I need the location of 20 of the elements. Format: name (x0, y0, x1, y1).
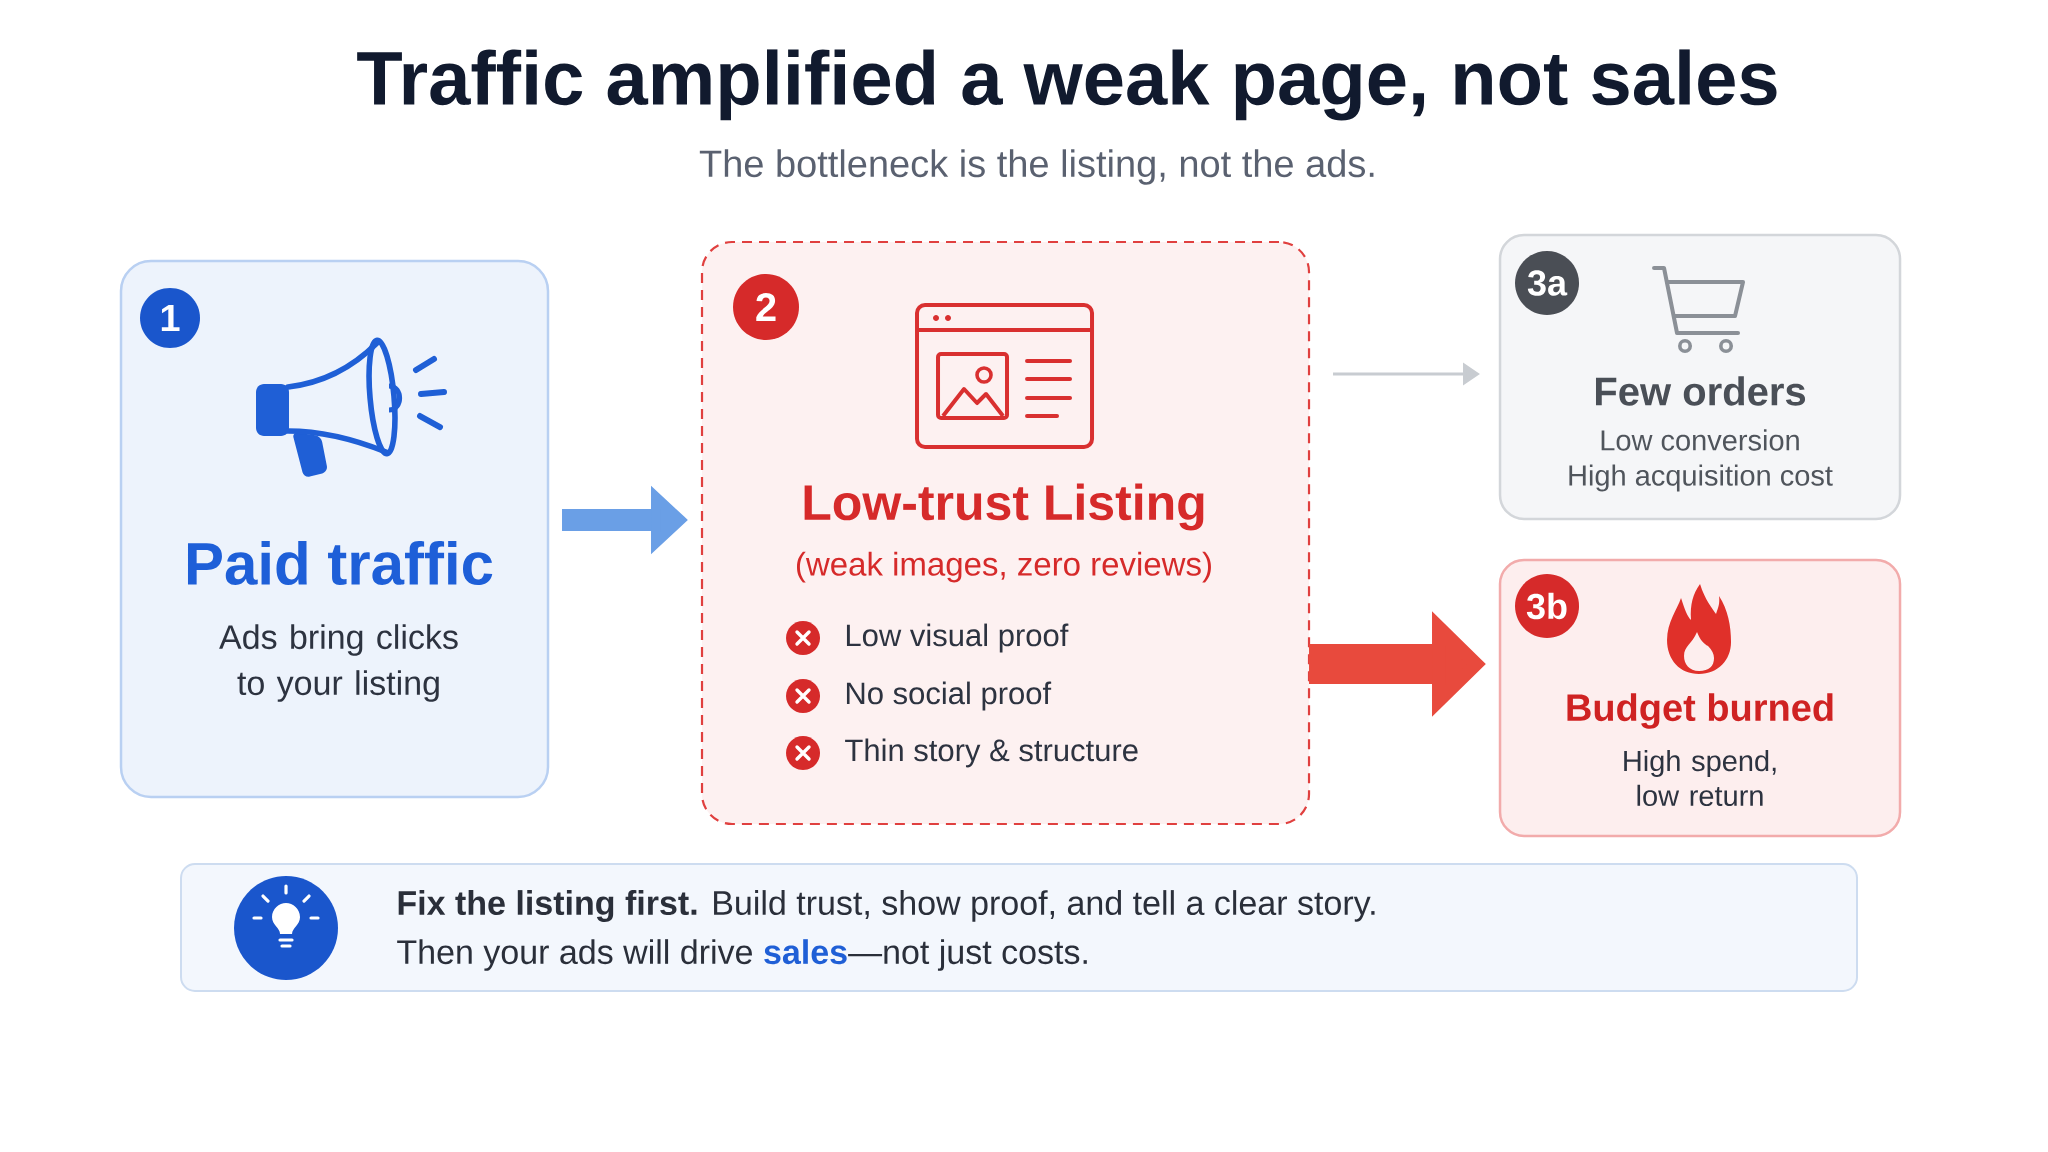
heading: Low-trust Listing (804, 483, 1204, 531)
title: Traffic amplified a weak page, not sales (357, 49, 1777, 121)
step-badge: 3b (1515, 574, 1580, 638)
step-badge: 2 (733, 274, 799, 340)
description: Ads bring clicks to your listing (219, 624, 458, 702)
subheading: (weak images, zero reviews) (797, 551, 1211, 583)
list-item: Low visual proof (846, 623, 1069, 653)
heading: Few orders (1596, 376, 1806, 406)
callout-text: Fix the listing first. Build trust, show proof, and tell a clear story. (398, 890, 1375, 922)
description: High spend, low return (1624, 749, 1776, 807)
list-item: Thin story & structure (845, 738, 1138, 768)
heading: Paid traffic (188, 541, 493, 586)
subtitle: The bottleneck is the listing, not the ads. (699, 149, 1374, 185)
step-badge: 3a (1515, 251, 1580, 315)
description: Low conversion (1601, 429, 1799, 451)
step-badge: 1 (140, 288, 200, 348)
description: High acquisition cost (1569, 464, 1833, 492)
heading: Budget burned (1567, 693, 1833, 729)
list-item: No social proof (846, 681, 1052, 711)
callout-text: Then your ads will drive sales—not just costs. (397, 939, 1087, 971)
